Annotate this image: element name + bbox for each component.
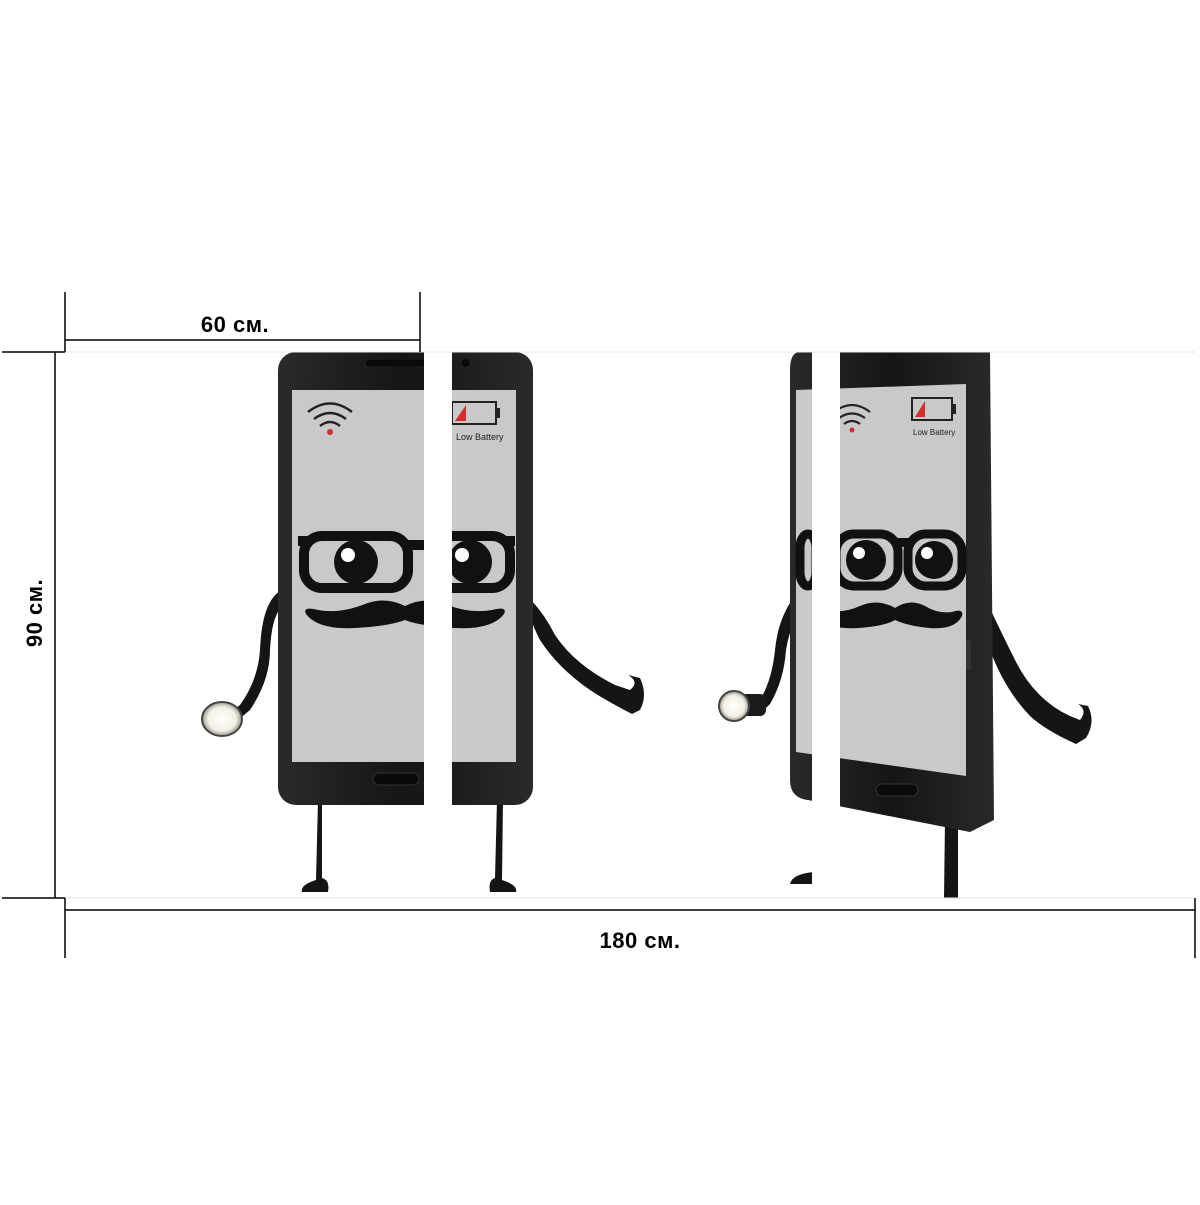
phone-character-front: Low Battery	[201, 352, 644, 892]
speaker-grille	[366, 360, 426, 366]
flashlight-icon	[201, 701, 243, 737]
flashlight-icon	[718, 690, 750, 722]
low-battery-icon	[911, 397, 956, 421]
glasses-icon	[298, 531, 515, 593]
width-dimension-label: 60 см.	[200, 312, 270, 337]
wifi-icon	[307, 402, 353, 435]
total-width-dimension-label: 180 см.	[599, 928, 681, 953]
height-dimension-label: 90 см.	[22, 578, 47, 648]
right-arm	[529, 600, 644, 714]
left-leg	[301, 800, 329, 892]
left-arm	[230, 590, 286, 720]
panel-gap-1	[424, 345, 452, 905]
right-arm	[986, 600, 1092, 744]
left-arm	[752, 600, 802, 714]
right-leg	[944, 820, 958, 898]
mustache-icon	[305, 600, 505, 629]
home-button	[875, 783, 919, 797]
right-leg	[489, 800, 517, 892]
mustache-icon	[817, 602, 963, 629]
side-button	[966, 640, 971, 670]
battery-label: Low Battery	[913, 428, 955, 437]
panel-gap-2	[812, 345, 840, 905]
dimension-lines	[2, 292, 1196, 958]
battery-label: Low Battery	[456, 432, 504, 442]
front-camera	[462, 359, 470, 367]
phone-character-side: Low Battery	[718, 352, 1092, 898]
home-button	[372, 772, 420, 786]
